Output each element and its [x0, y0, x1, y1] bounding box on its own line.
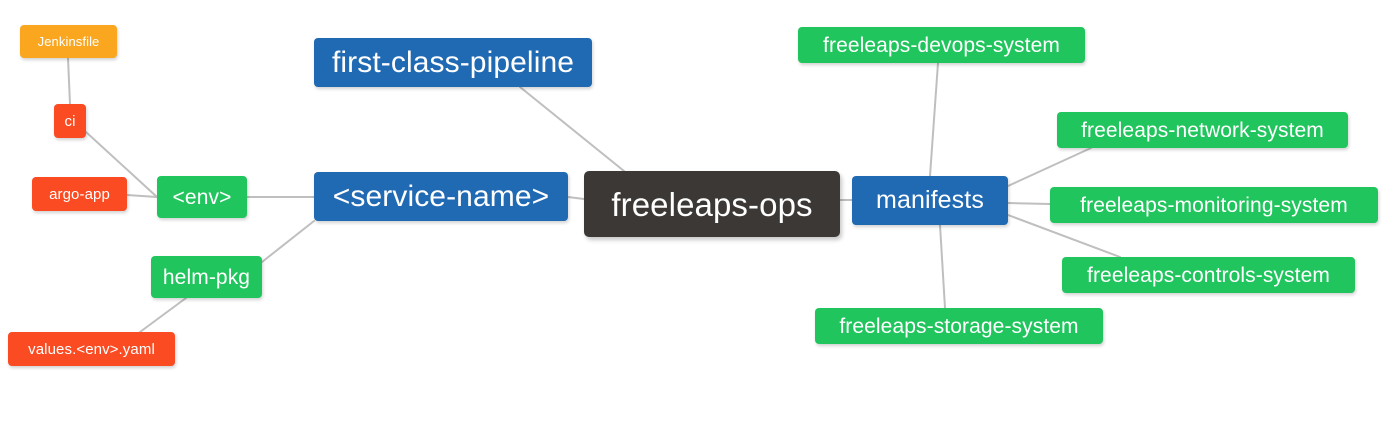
mindmap-edge-values-env-yaml-to-helm-pkg — [139, 297, 187, 333]
mindmap-edge-jenkinsfile-to-ci — [67, 57, 71, 105]
mindmap-node-values-env-yaml[interactable]: values.<env>.yaml — [8, 332, 175, 366]
mindmap-node-freeleaps-storage-system[interactable]: freeleaps-storage-system — [815, 308, 1103, 344]
mindmap-node-service-name[interactable]: <service-name> — [314, 172, 568, 221]
mindmap-node-label: freeleaps-monitoring-system — [1080, 193, 1348, 217]
mindmap-node-label: freeleaps-storage-system — [839, 314, 1079, 338]
mindmap-edge-manifests-to-freeleaps-devops-system — [929, 62, 939, 177]
mindmap-node-freeleaps-network-system[interactable]: freeleaps-network-system — [1057, 112, 1348, 148]
mindmap-node-label: values.<env>.yaml — [28, 340, 155, 358]
mindmap-node-label: ci — [64, 112, 76, 130]
mindmap-node-first-class-pipeline[interactable]: first-class-pipeline — [314, 38, 592, 87]
mindmap-edge-argo-app-to-env — [126, 194, 158, 198]
mindmap-node-label: <env> — [172, 185, 232, 209]
mindmap-node-label: <service-name> — [332, 179, 550, 213]
mindmap-edge-service-name-to-freeleaps-ops — [567, 196, 585, 200]
mindmap-node-label: freeleaps-devops-system — [823, 33, 1060, 57]
mindmap-node-label: freeleaps-network-system — [1081, 118, 1324, 142]
mindmap-node-label: Jenkinsfile — [37, 34, 100, 49]
mindmap-node-env[interactable]: <env> — [157, 176, 247, 218]
mindmap-edge-first-class-pipeline-to-freeleaps-ops — [519, 86, 625, 172]
mindmap-node-freeleaps-controls-system[interactable]: freeleaps-controls-system — [1062, 257, 1355, 293]
mindmap-node-freeleaps-monitoring-system[interactable]: freeleaps-monitoring-system — [1050, 187, 1378, 223]
mindmap-node-label: freeleaps-controls-system — [1087, 263, 1330, 287]
mindmap-node-ci[interactable]: ci — [54, 104, 86, 138]
mindmap-edge-manifests-to-freeleaps-storage-system — [939, 224, 946, 309]
mindmap-node-label: freeleaps-ops — [611, 185, 813, 223]
mindmap-node-freeleaps-ops[interactable]: freeleaps-ops — [584, 171, 840, 237]
mindmap-node-label: argo-app — [49, 185, 110, 203]
mindmap-node-label: first-class-pipeline — [331, 45, 575, 79]
mindmap-node-helm-pkg[interactable]: helm-pkg — [151, 256, 262, 298]
mindmap-node-label: helm-pkg — [162, 265, 251, 289]
mindmap-edge-manifests-to-freeleaps-monitoring-system — [1007, 202, 1051, 205]
mindmap-node-label: manifests — [876, 186, 984, 214]
mindmap-edge-helm-pkg-to-service-name — [261, 220, 315, 263]
mindmap-node-jenkinsfile[interactable]: Jenkinsfile — [20, 25, 117, 58]
mindmap-edge-manifests-to-freeleaps-network-system — [1007, 147, 1092, 187]
mindmap-node-freeleaps-devops-system[interactable]: freeleaps-devops-system — [798, 27, 1085, 63]
mindmap-node-manifests[interactable]: manifests — [852, 176, 1008, 225]
mindmap-node-argo-app[interactable]: argo-app — [32, 177, 127, 211]
